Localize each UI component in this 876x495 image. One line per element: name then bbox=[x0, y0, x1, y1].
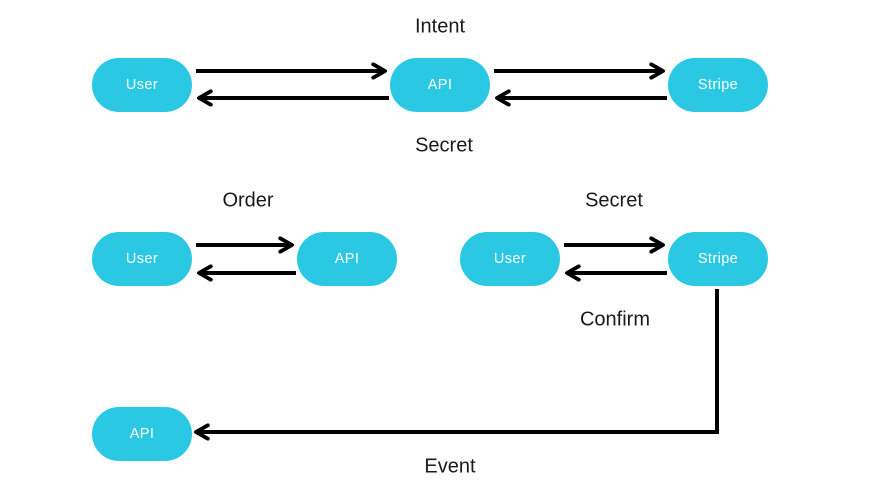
node-label: API bbox=[427, 77, 453, 93]
label-intent: Intent bbox=[414, 15, 466, 38]
node-label: API bbox=[334, 251, 360, 267]
node-api-row2: API bbox=[297, 232, 397, 286]
label-order: Order bbox=[222, 189, 274, 212]
node-stripe-row2: Stripe bbox=[668, 232, 768, 286]
node-label: Stripe bbox=[697, 77, 739, 93]
node-label: User bbox=[493, 251, 527, 267]
label-secret-top: Secret bbox=[415, 134, 473, 157]
label-secret-mid: Secret bbox=[585, 189, 643, 212]
label-confirm: Confirm bbox=[579, 308, 651, 331]
node-label: Stripe bbox=[697, 251, 739, 267]
node-user-row2-right: User bbox=[460, 232, 560, 286]
node-label: API bbox=[129, 426, 155, 442]
node-label: User bbox=[125, 251, 159, 267]
node-api-row3: API bbox=[92, 407, 192, 461]
label-event: Event bbox=[424, 455, 476, 478]
node-user-row1: User bbox=[92, 58, 192, 112]
arrow-stripe-to-api-event bbox=[196, 289, 719, 432]
node-label: User bbox=[125, 77, 159, 93]
node-user-row2-left: User bbox=[92, 232, 192, 286]
node-api-row1: API bbox=[390, 58, 490, 112]
node-stripe-row1: Stripe bbox=[668, 58, 768, 112]
